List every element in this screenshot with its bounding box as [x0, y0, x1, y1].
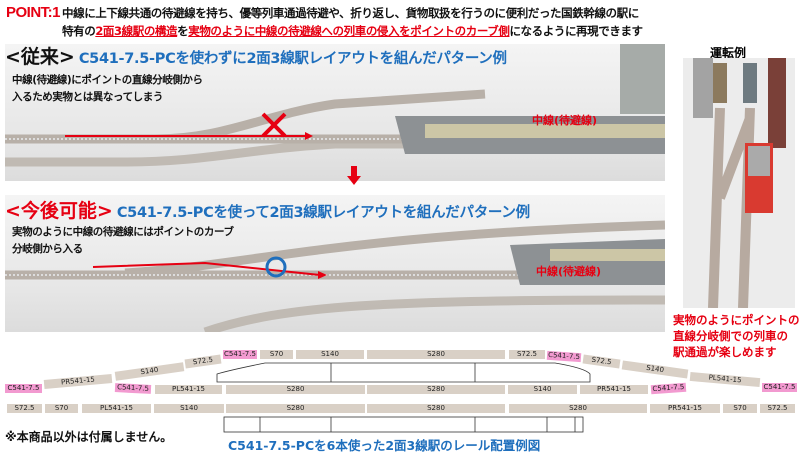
- example-photo: [683, 58, 795, 308]
- rail-piece: PL541-15: [82, 404, 151, 413]
- example-caption: 実物のようにポイントの直線分岐側での列車の駅通過が楽しめます: [673, 312, 800, 360]
- rail-piece: S140: [508, 385, 577, 394]
- after-note: 実物のように中線の待避線にはポイントのカーブ分岐側から入る: [12, 224, 234, 258]
- before-title: <従来>C541-7.5-PCを使わずに2面3線駅レイアウトを組んだパターン例: [5, 42, 507, 69]
- down-arrow-icon: [351, 166, 357, 176]
- title-text: C541-7.5-PCを使って2面3線駅レイアウトを組んだパターン例: [116, 205, 530, 221]
- platform-outlines: [216, 362, 591, 433]
- text: になるように再現できます: [509, 24, 643, 38]
- before-layout-photo: [5, 44, 665, 181]
- rail-piece: S280: [226, 385, 365, 394]
- rail-piece: C541-7.5: [223, 350, 257, 359]
- rail-piece: S72.5: [7, 404, 42, 413]
- title-text: C541-7.5-PCを使わずに2面3線駅レイアウトを組んだパターン例: [78, 51, 507, 67]
- diagram-caption: C541-7.5-PCを6本使った2面3線駅のレール配置例図: [228, 438, 541, 453]
- note-line: 入るため実物とは異なってしまう: [12, 91, 163, 103]
- note-line: 実物のように中線の待避線にはポイントのカーブ: [12, 226, 234, 238]
- rail-piece: S70: [45, 404, 78, 413]
- header-line-2: 特有の2面3線駅の構造を実物のように中線の待避線への列車の侵入をポイントのカーブ…: [62, 23, 643, 39]
- title-bracket: <今後可能>: [5, 200, 113, 222]
- train-illustration: [693, 58, 786, 308]
- rail-piece: S72.5: [509, 350, 545, 359]
- rail-piece: S280: [367, 385, 505, 394]
- rail-piece: S280: [509, 404, 647, 413]
- rail-piece: S140: [154, 404, 224, 413]
- text: 特有の: [62, 24, 96, 38]
- down-arrow-head-icon: [347, 176, 361, 185]
- caption-line: 直線分岐側での列車の: [673, 329, 788, 343]
- rail-piece: S280: [367, 404, 505, 413]
- note-line: 中線(待避線)にポイントの直線分岐側から: [12, 74, 203, 86]
- rail-piece: C541-7.5: [114, 383, 152, 394]
- text: を: [177, 24, 189, 38]
- rail-piece: S70: [723, 404, 757, 413]
- example-title: 運転例: [710, 46, 747, 60]
- caption-line: 実物のようにポイントの: [673, 313, 800, 327]
- rail-piece: S72.5: [760, 404, 795, 413]
- rail-layout-diagram: C541-7.5 S70 S140 S280 S72.5 C541-7.5 S7…: [0, 340, 800, 450]
- rail-piece: S280: [226, 404, 365, 413]
- rail-piece: C541-7.5: [5, 384, 42, 393]
- rail-piece: PR541-15: [650, 404, 720, 413]
- rail-piece: PR541-15: [580, 385, 648, 394]
- rail-piece: S280: [367, 350, 505, 359]
- middle-track-label: 中線(待避線): [536, 265, 602, 278]
- after-title: <今後可能>C541-7.5-PCを使って2面3線駅レイアウトを組んだパターン例: [5, 196, 530, 223]
- point-label: POINT:1: [6, 4, 61, 21]
- title-bracket: <従来>: [5, 46, 75, 68]
- disclaimer: ※本商品以外は付属しません。: [5, 430, 173, 444]
- before-note: 中線(待避線)にポイントの直線分岐側から入るため実物とは異なってしまう: [12, 72, 203, 106]
- caption-line: 駅通過が楽しめます: [673, 345, 777, 359]
- rail-piece: S140: [296, 350, 364, 359]
- note-line: 分岐側から入る: [12, 243, 83, 255]
- rail-piece: S70: [260, 350, 293, 359]
- track-illustration: [5, 44, 665, 167]
- middle-track-label: 中線(待避線): [532, 114, 598, 127]
- highlight-text: 実物のように中線の待避線への列車の侵入をポイントのカーブ側: [188, 24, 510, 38]
- header-line-1: 中線に上下線共通の待避線を持ち、優等列車通過待避や、折り返し、貨物取扱を行うのに…: [62, 6, 639, 20]
- track-illustration: [5, 220, 665, 332]
- after-layout-photo: [5, 195, 665, 332]
- highlight-text: 2面3線駅の構造: [95, 24, 178, 38]
- rail-piece: C541-7.5: [762, 383, 797, 392]
- rail-piece: PL541-15: [155, 385, 222, 394]
